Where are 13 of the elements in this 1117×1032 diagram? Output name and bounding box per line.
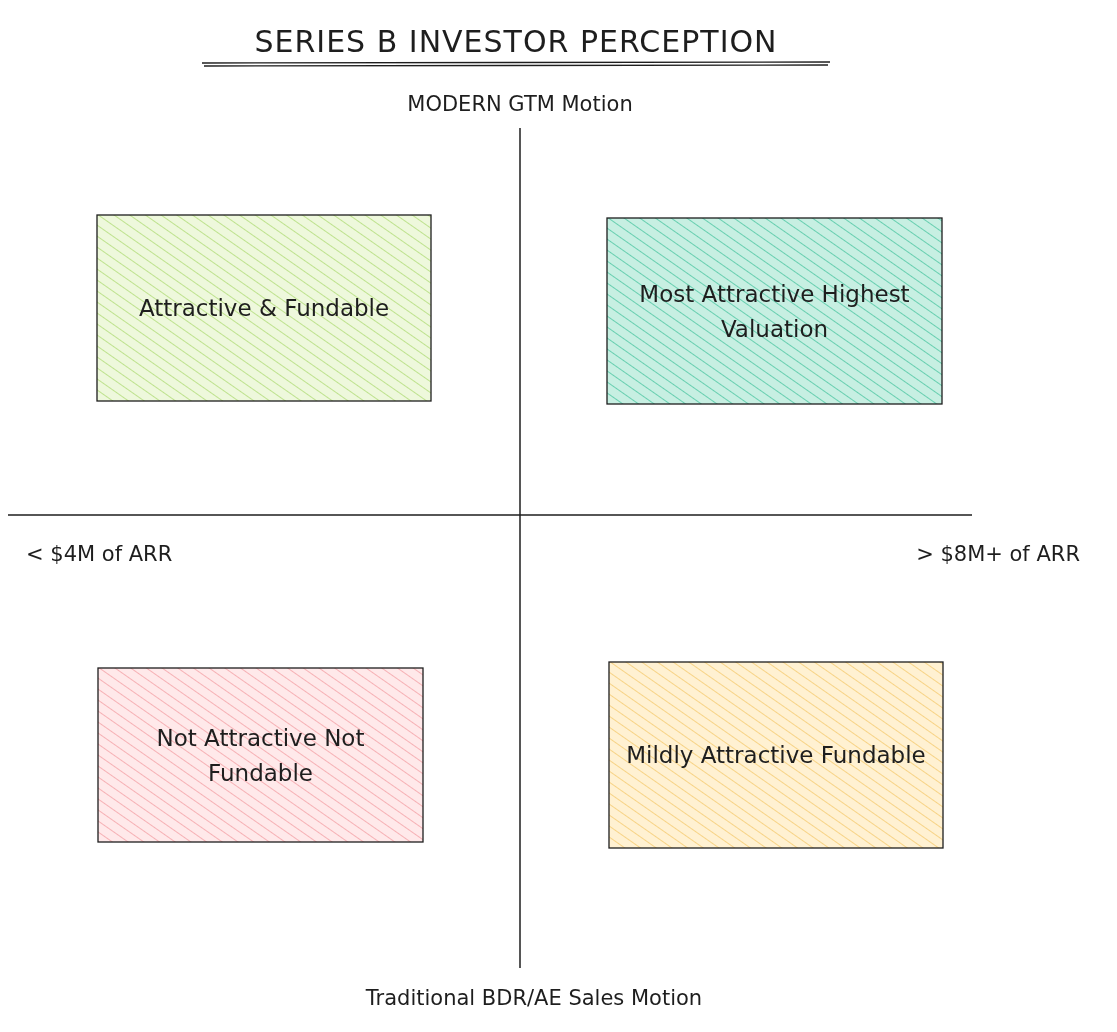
box-label: Attractive & Fundable xyxy=(137,293,391,323)
axis-label: MODERN GTM Motion xyxy=(407,92,633,116)
axis-label: < $4M of ARR xyxy=(26,542,173,566)
quadrant-box xyxy=(608,661,944,849)
axis-label: Traditional BDR/AE Sales Motion xyxy=(365,986,703,1010)
quadrant-box xyxy=(97,667,424,843)
box-label: Most Attractive Highest Valuation xyxy=(638,279,911,343)
axis-label: > $8M+ of ARR xyxy=(916,542,1080,566)
box-label: Not Attractive Not Fundable xyxy=(155,723,366,787)
quadrant-box xyxy=(606,217,943,405)
quadrant-box xyxy=(96,214,432,402)
title: SERIES B INVESTOR PERCEPTION xyxy=(253,24,779,59)
box-label: Mildly Attractive Fundable xyxy=(625,740,927,770)
